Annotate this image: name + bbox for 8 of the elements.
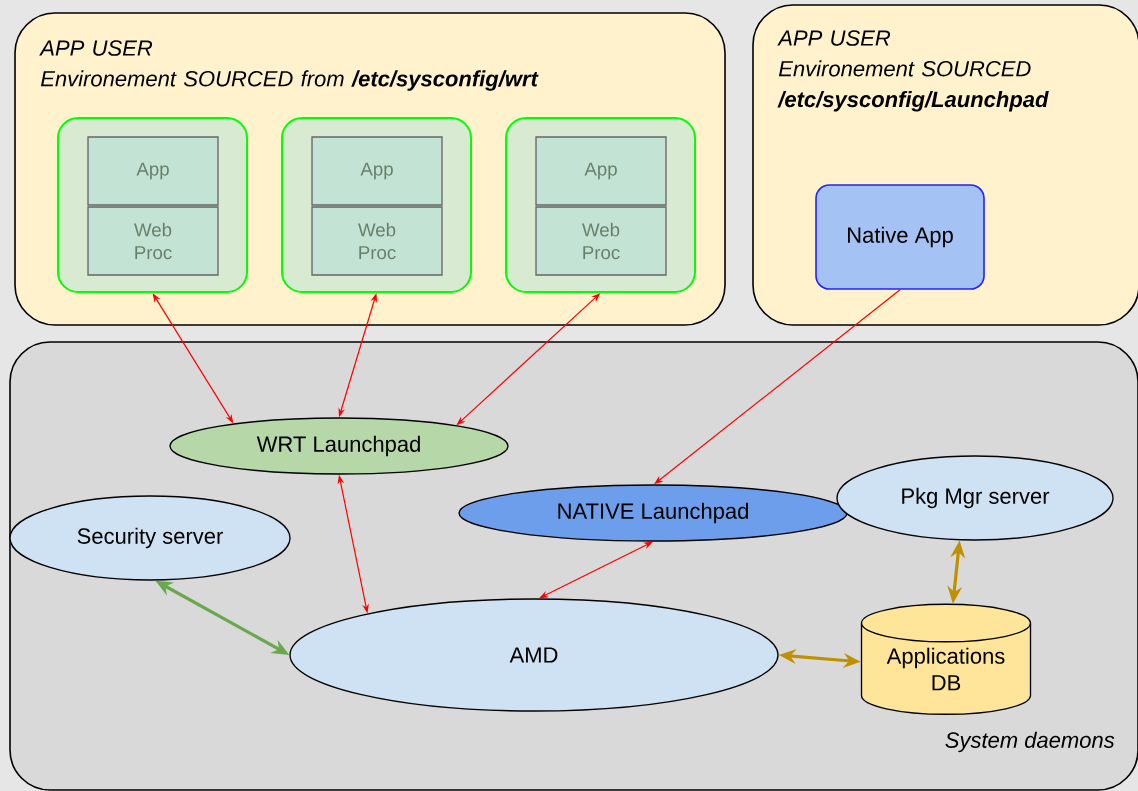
process-box: Native App bbox=[815, 184, 985, 290]
process-box: App bbox=[535, 136, 667, 206]
process-box: Web Proc bbox=[535, 206, 667, 276]
process-box: App bbox=[87, 136, 219, 206]
process-box: Web Proc bbox=[87, 206, 219, 276]
process-box: App bbox=[311, 136, 443, 206]
process-box: Web Proc bbox=[311, 206, 443, 276]
database-cylinder: Applications DB bbox=[860, 603, 1032, 715]
